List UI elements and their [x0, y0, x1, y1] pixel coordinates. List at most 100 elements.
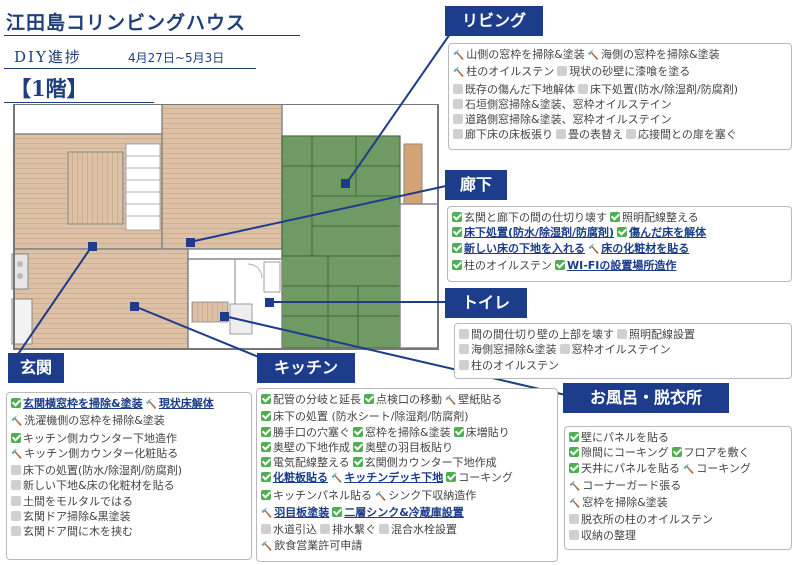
task-item: キッチン側カウンター下地造作 [11, 431, 177, 446]
task-item: 畳の表替え [556, 127, 623, 142]
gray-square-icon [320, 524, 330, 535]
task-line: キッチン側カウンター化粧貼る [11, 446, 247, 463]
task-item: 玄関と廊下の間の仕切り壊す [452, 210, 607, 225]
task-label: 現状の砂壁に漆喰を塗る [569, 65, 691, 79]
green-check-icon [11, 432, 21, 443]
task-line: 柱のオイルステン [459, 358, 787, 373]
task-item: 混合水栓設置 [379, 522, 457, 537]
task-line: 山側の窓枠を掃除&塗装海側の窓枠を掃除&塗装 [453, 47, 787, 64]
green-check-icon [569, 432, 579, 442]
hammer-icon [261, 538, 272, 555]
gray-square-icon [11, 526, 21, 537]
task-item: 羽目板塗装 [261, 505, 329, 522]
task-line: 窓枠を掃除&塗装 [569, 495, 787, 512]
green-check-icon [261, 441, 271, 452]
task-label: 傷んだ床を解体 [629, 226, 707, 240]
gray-square-icon [459, 344, 469, 355]
task-label: 飲食営業許可申請 [274, 538, 363, 552]
task-label: 山側の窓枠を掃除&塗装 [466, 48, 585, 61]
task-line: キッチンパネル貼るシンク下収納造作 [261, 488, 553, 505]
task-item: 土間をモルタルではる [11, 494, 133, 509]
task-line: 床下処置(防水/除湿剤/防腐剤) 傷んだ床を解体 [452, 225, 787, 240]
task-item: 勝手口の穴塞ぐ [261, 425, 350, 440]
green-check-icon [261, 411, 271, 422]
task-item: 壁にパネルを貼る [569, 430, 669, 445]
task-line: 配管の分岐と延長点検口の移動壁紙貼る [261, 392, 553, 409]
green-check-icon [261, 426, 271, 437]
task-label: コーキング [458, 471, 513, 485]
green-check-icon [332, 507, 343, 518]
task-line: 玄関横窓枠を掃除&塗装現状床解体 [11, 396, 247, 413]
gray-square-icon [557, 66, 568, 77]
page-title: 江田島コリンビングハウス [6, 12, 247, 34]
task-item: 応接間との扉を塞ぐ [626, 127, 737, 142]
green-check-icon [261, 457, 271, 468]
green-check-icon [452, 212, 462, 222]
task-item: 飲食営業許可申請 [261, 538, 362, 555]
green-check-icon [610, 212, 620, 222]
task-label: 玄関横窓枠を掃除&塗装 [23, 397, 143, 410]
task-label: 柱のオイルステン [466, 65, 555, 79]
task-label: 勝手口の穴塞ぐ [273, 425, 350, 439]
task-item: 床下処置(防水/除湿剤/防腐剤) [452, 225, 614, 240]
gray-square-icon [11, 465, 21, 476]
task-label: 壁にパネルを貼る [581, 431, 669, 444]
task-item: 道路側窓掃除&塗装、窓枠オイルステイン [453, 112, 672, 127]
task-item: 床下処置(防水/除湿剤/防腐剤) [578, 82, 738, 97]
task-label: 柱のオイルステン [464, 258, 552, 272]
title-underline [4, 35, 300, 36]
task-label: 天井にパネルを貼る [581, 461, 680, 475]
task-line: 新しい下地&床の化粧材を貼る [11, 478, 247, 493]
task-line: 床下の処置(防水/除湿剤/防腐剤) [11, 463, 247, 478]
hammer-icon [11, 446, 22, 463]
task-item: 柱のオイルステン [452, 258, 552, 273]
gray-square-icon [556, 129, 566, 140]
task-line: 壁にパネルを貼る [569, 430, 787, 445]
task-label: 隙間にコーキング [581, 446, 669, 460]
subtitle-underline [4, 68, 256, 69]
entrance-task-list: 玄関横窓枠を掃除&塗装現状床解体洗濯機側の窓枠を掃除&塗装キッチン側カウンター下… [6, 392, 252, 560]
task-label: 応接間との扉を塞ぐ [638, 128, 737, 142]
gray-square-icon [379, 524, 389, 535]
task-item: 天井にパネルを貼る [569, 461, 680, 476]
task-label: 奥壁の下地作成 [273, 440, 350, 454]
task-line: 玄関ドア間に木を挟む [11, 524, 247, 539]
gray-square-icon [453, 83, 463, 94]
task-line: 石垣側窓掃除&塗装、窓枠オイルステイン [453, 97, 787, 112]
task-item: 柱のオイルステン [453, 64, 554, 81]
green-check-icon [261, 472, 271, 483]
task-line: 化粧板貼るキッチンデッキ下地コーキング [261, 470, 553, 487]
task-item: 壁紙貼る [445, 392, 502, 409]
entrance-tag: 玄関 [8, 353, 64, 383]
task-label: 玄関側カウンター下地作成 [364, 456, 497, 470]
hammer-icon [261, 505, 272, 522]
task-item: 山側の窓枠を掃除&塗装 [453, 47, 585, 64]
task-item: 海側の窓枠を掃除&塗装 [588, 47, 720, 64]
task-label: フロアを敷く [683, 446, 750, 460]
task-item: 奥壁の下地作成 [261, 440, 350, 455]
hammer-icon [375, 488, 386, 505]
green-check-icon [569, 462, 579, 473]
task-item: 窓枠を掃除&塗装 [569, 495, 668, 512]
living-task-list: 山側の窓枠を掃除&塗装海側の窓枠を掃除&塗装柱のオイルステン現状の砂壁に漆喰を塗… [448, 43, 792, 150]
task-item: 化粧板貼る [261, 470, 328, 485]
task-item: 玄関ドア間に木を挟む [11, 524, 133, 539]
task-line: 隙間にコーキングフロアを敷く [569, 445, 787, 460]
task-label: 玄関ドア間に木を挟む [23, 525, 133, 539]
task-label: 土間をモルタルではる [23, 494, 133, 508]
task-item: 収納の整理 [569, 528, 636, 543]
floor-label: 【1階】 [10, 76, 88, 101]
gray-square-icon [453, 114, 463, 125]
task-line: コーナーガード張る [569, 478, 787, 495]
green-check-icon [617, 227, 628, 238]
task-item: 玄関ドア掃除&黒塗装 [11, 509, 131, 524]
task-item: 二層シンク&冷蔵庫設置 [332, 505, 464, 520]
task-item: 床の化粧材を貼る [588, 241, 689, 258]
task-label: 電気配線整える [273, 456, 350, 470]
task-label: 畳の表替え [568, 128, 623, 142]
floor-plan [8, 104, 440, 354]
task-line: キッチン側カウンター下地造作 [11, 431, 247, 446]
task-label: 洗濯機側の窓枠を掃除&塗装 [24, 414, 165, 428]
task-label: 化粧板貼る [273, 471, 328, 485]
